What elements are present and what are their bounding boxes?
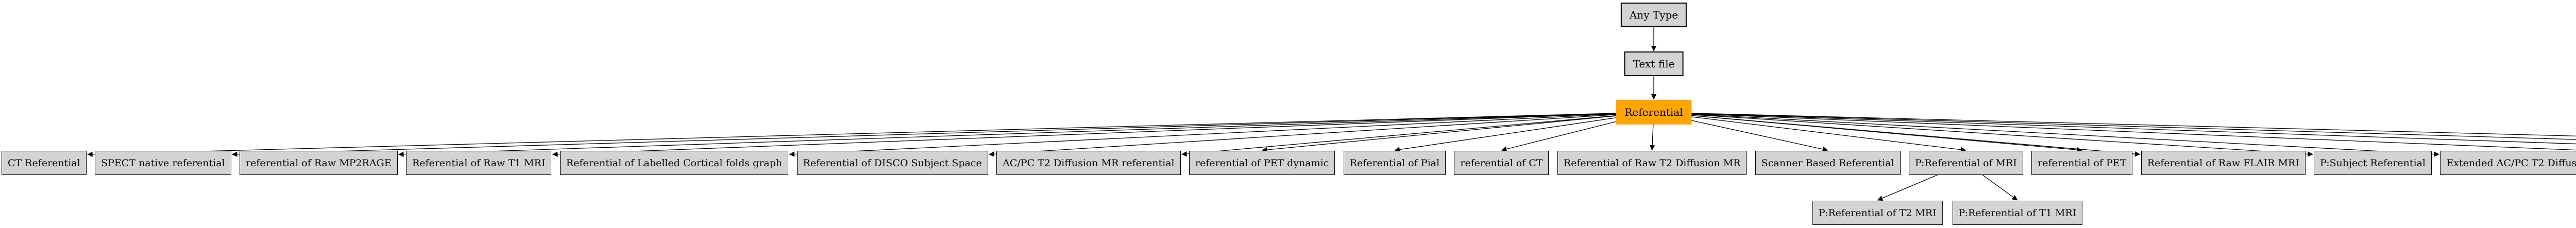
node-spect-native-referential[interactable]: SPECT native referential	[95, 151, 231, 175]
node-referential-of-labelled-cortical-folds-graph[interactable]: Referential of Labelled Cortical folds g…	[560, 151, 789, 175]
node-label: Scanner Based Referential	[1761, 157, 1894, 169]
node-referential-of-disco-subject-space[interactable]: Referential of DISCO Subject Space	[796, 151, 988, 175]
children-row: CT Referential SPECT native referential …	[2, 151, 2576, 175]
node-label: P:Referential of MRI	[1914, 157, 2017, 169]
node-ct-referential[interactable]: CT Referential	[2, 151, 87, 175]
node-p-referential-of-t2-mri[interactable]: P:Referential of T2 MRI	[1812, 201, 1943, 225]
node-referential-of-ct[interactable]: referential of CT	[1454, 151, 1549, 175]
node-label: Text file	[1633, 58, 1675, 70]
node-p-subject-referential[interactable]: P:Subject Referential	[2314, 151, 2432, 175]
node-referential-of-raw-t2-diffusion-mr[interactable]: Referential of Raw T2 Diffusion MR	[1557, 151, 1747, 175]
node-label: referential of PET dynamic	[1195, 157, 1329, 169]
node-label: referential of CT	[1460, 157, 1543, 169]
node-label: Referential of Raw FLAIR MRI	[2147, 157, 2299, 169]
node-referential-of-raw-mp2rage[interactable]: referential of Raw MP2RAGE	[239, 151, 398, 175]
node-text-file[interactable]: Text file	[1624, 51, 1684, 76]
node-any-type[interactable]: Any Type	[1620, 3, 1687, 27]
node-referential-of-raw-flair-mri[interactable]: Referential of Raw FLAIR MRI	[2141, 151, 2306, 175]
node-label: P:Subject Referential	[2320, 157, 2426, 169]
node-scanner-based-referential[interactable]: Scanner Based Referential	[1755, 151, 1901, 175]
node-label: Referential of DISCO Subject Space	[803, 157, 982, 169]
node-label: SPECT native referential	[101, 157, 225, 169]
node-acpc-t2-diffusion-mr-referential[interactable]: AC/PC T2 Diffusion MR referential	[996, 151, 1181, 175]
node-referential-of-pet-dynamic[interactable]: referential of PET dynamic	[1189, 151, 1335, 175]
node-label: Referential of Pial	[1349, 157, 1440, 169]
node-label: Referential of Labelled Cortical folds g…	[566, 157, 783, 169]
node-label: Any Type	[1629, 9, 1679, 21]
node-label: Extended AC/PC T2 Diffusion MR referenti…	[2446, 157, 2576, 169]
mri-children-row: P:Referential of T2 MRI P:Referential of…	[1812, 201, 2083, 225]
node-label: AC/PC T2 Diffusion MR referential	[1003, 157, 1175, 169]
node-label: CT Referential	[8, 157, 80, 169]
node-extended-acpc-t2-diffusion-mr-referential[interactable]: Extended AC/PC T2 Diffusion MR referenti…	[2440, 151, 2576, 175]
node-label: referential of Raw MP2RAGE	[245, 157, 392, 169]
node-label: referential of PET	[2038, 157, 2127, 169]
node-referential-of-pet[interactable]: referential of PET	[2031, 151, 2133, 175]
node-label: Referential of Raw T2 Diffusion MR	[1563, 157, 1741, 169]
node-referential-selected[interactable]: Referential	[1616, 100, 1692, 125]
node-referential-of-raw-t1-mri[interactable]: Referential of Raw T1 MRI	[405, 151, 552, 175]
node-p-referential-of-t1-mri[interactable]: P:Referential of T1 MRI	[1952, 201, 2083, 225]
node-label: P:Referential of T1 MRI	[1958, 207, 2077, 219]
node-referential-of-pial[interactable]: Referential of Pial	[1343, 151, 1446, 175]
node-label: P:Referential of T2 MRI	[1818, 207, 1937, 219]
node-p-referential-of-mri[interactable]: P:Referential of MRI	[1908, 151, 2023, 175]
node-label: Referential of Raw T1 MRI	[412, 157, 546, 169]
node-label: Referential	[1624, 106, 1683, 118]
